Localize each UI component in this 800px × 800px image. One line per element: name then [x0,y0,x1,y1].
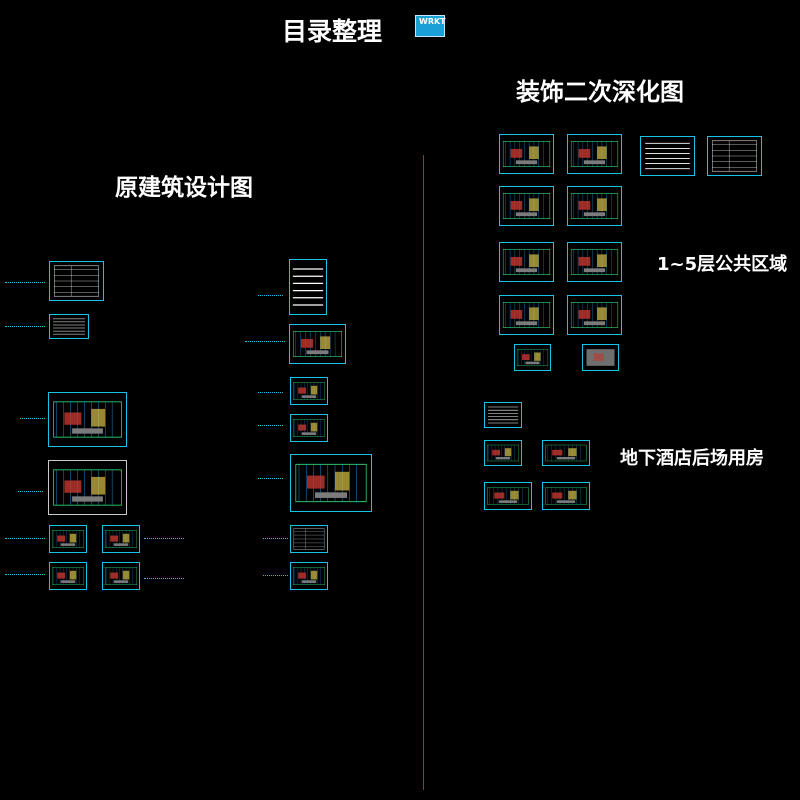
drawing-sheet-thumbnail[interactable] [48,460,127,515]
drawing-sheet-thumbnail[interactable] [514,344,551,371]
drawing-sheet-thumbnail[interactable] [49,261,104,301]
sheet-label-mark [258,478,283,480]
drawing-sheet-thumbnail[interactable] [567,134,622,174]
sheet-label-mark [5,282,45,284]
drawing-sheet-thumbnail[interactable] [290,414,328,442]
logo-icon: WRKT [415,15,446,37]
drawing-sheet-thumbnail[interactable] [290,525,328,553]
drawing-sheet-thumbnail[interactable] [48,392,127,447]
sheet-label-mark [5,538,45,540]
sheet-label-mark [144,538,184,540]
drawing-sheet-thumbnail[interactable] [290,454,372,512]
drawing-sheet-thumbnail[interactable] [484,402,522,428]
drawing-sheet-thumbnail[interactable] [484,482,532,510]
drawing-sheet-thumbnail[interactable] [49,525,87,553]
drawing-sheet-thumbnail[interactable] [542,440,590,466]
drawing-sheet-thumbnail[interactable] [102,525,140,553]
sheet-label-mark [18,491,43,493]
drawing-sheet-thumbnail[interactable] [290,562,328,590]
sheet-label-mark [144,578,184,580]
drawing-sheet-thumbnail[interactable] [582,344,619,371]
drawing-sheet-thumbnail[interactable] [499,295,554,335]
group-label-basement: 地下酒店后场用房 [620,448,764,469]
page-title: 目录整理 [282,17,383,46]
drawing-sheet-thumbnail[interactable] [542,482,590,510]
section-divider [423,155,424,790]
drawing-sheet-thumbnail[interactable] [499,242,554,282]
sheet-label-mark [258,295,283,297]
drawing-sheet-thumbnail[interactable] [289,259,327,315]
drawing-sheet-thumbnail[interactable] [102,562,140,590]
drawing-sheet-thumbnail[interactable] [49,314,89,339]
sheet-label-mark [263,538,288,540]
sheet-label-mark [5,326,45,328]
section-title-decoration: 装饰二次深化图 [516,78,684,106]
drawing-sheet-thumbnail[interactable] [484,440,522,466]
logo-text: WRKT [419,17,446,26]
drawing-sheet-thumbnail[interactable] [707,136,762,176]
drawing-sheet-thumbnail[interactable] [499,134,554,174]
drawing-sheet-thumbnail[interactable] [499,186,554,226]
drawing-sheet-thumbnail[interactable] [640,136,695,176]
group-label-floors: 1~5层公共区域 [657,254,788,275]
sheet-label-mark [263,575,288,577]
sheet-label-mark [5,574,45,576]
sheet-label-mark [258,425,283,427]
sheet-label-mark [20,418,45,420]
section-title-original: 原建筑设计图 [115,175,253,201]
drawing-sheet-thumbnail[interactable] [567,295,622,335]
drawing-sheet-thumbnail[interactable] [567,242,622,282]
sheet-label-mark [258,392,283,394]
drawing-sheet-thumbnail[interactable] [289,324,346,364]
drawing-sheet-thumbnail[interactable] [567,186,622,226]
drawing-sheet-thumbnail[interactable] [290,377,328,405]
sheet-label-mark [245,341,285,343]
drawing-sheet-thumbnail[interactable] [49,562,87,590]
